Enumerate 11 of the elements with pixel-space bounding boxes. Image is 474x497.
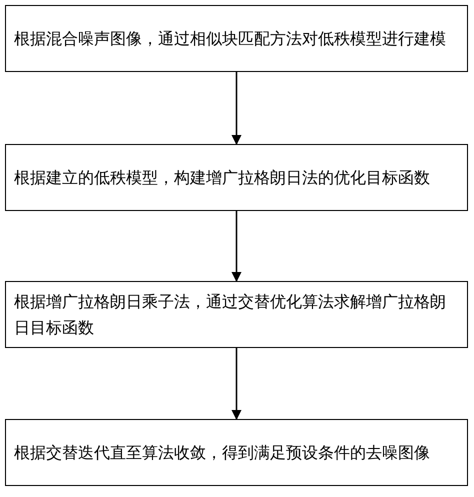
step-text: 根据交替迭代直至算法收敛，得到满足预设条件的去噪图像: [14, 442, 430, 464]
arrow: [232, 72, 242, 145]
process-box: [5, 144, 468, 211]
process-box: [5, 281, 468, 348]
process-box: [5, 419, 468, 486]
step-text: 根据混合噪声图像，通过相似块匹配方法对低秩模型进行建模: [14, 28, 446, 50]
process-box: [5, 5, 468, 72]
arrow: [232, 348, 242, 420]
step-text: 根据增广拉格朗日乘子法，通过交替优化算法求解增广拉格朗日目标函数: [14, 290, 447, 338]
arrow: [232, 211, 242, 282]
step-text: 根据建立的低秩模型，构建增广拉格朗日法的优化目标函数: [14, 166, 430, 188]
